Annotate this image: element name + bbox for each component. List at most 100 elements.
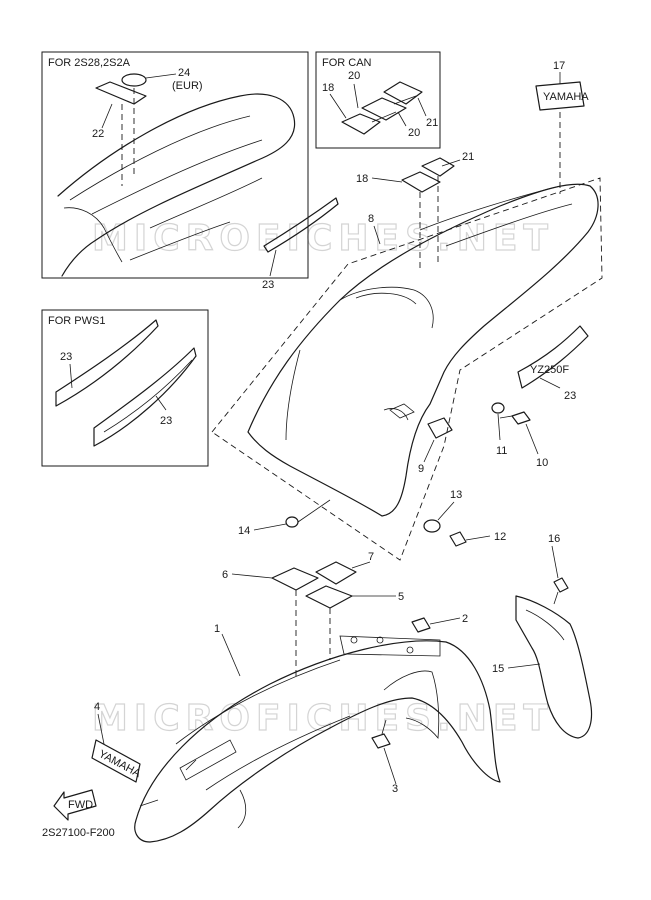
fwd-arrow-shape — [53, 789, 97, 821]
decal-4: YAMAHA — [91, 739, 143, 783]
sticker-can-18 — [341, 113, 381, 135]
inset-pws-frame — [41, 309, 209, 467]
front-fender-hole-1 — [350, 636, 358, 644]
decal-23-right: YZ250F — [517, 325, 589, 389]
callout-8: 8 — [368, 213, 374, 225]
lead-15 — [507, 663, 541, 669]
callout-23-left: 23 — [262, 279, 274, 291]
callout-22: 22 — [92, 128, 104, 140]
lead-14-b — [297, 499, 331, 523]
callout-14: 14 — [238, 525, 250, 537]
fwd-arrow-icon: FWD — [53, 789, 97, 821]
decal-4-outline — [91, 739, 141, 783]
sticker-22 — [95, 81, 147, 105]
callout-18-can: 18 — [322, 82, 334, 94]
front-fender-line-2 — [205, 715, 351, 791]
graphic-pws-stripe — [103, 359, 193, 433]
callout-10: 10 — [536, 457, 548, 469]
lead-22 — [101, 103, 113, 129]
callout-3: 3 — [392, 783, 398, 795]
lead-13 — [437, 501, 455, 521]
fork-guard-15 — [515, 595, 593, 739]
rear-fender-top-line-2 — [445, 203, 573, 247]
lead-14 — [253, 523, 287, 531]
note-eur: (EUR) — [172, 80, 203, 92]
inset-pws: FOR PWS1 23 23 — [41, 309, 209, 467]
inset-eur: FOR 2S28,2S2A 24 (EUR) 22 — [41, 51, 309, 279]
callout-2: 2 — [462, 613, 468, 625]
lead-can-20 — [397, 111, 407, 127]
callout-15: 15 — [492, 663, 504, 675]
callout-6: 6 — [222, 569, 228, 581]
inset-can-title: FOR CAN — [322, 57, 372, 69]
emblem-24 — [121, 73, 147, 87]
fwd-label: FWD — [68, 799, 93, 811]
lead-6 — [231, 573, 273, 579]
front-fender-graphic — [179, 739, 237, 781]
decal-23-right-model: YZ250F — [530, 364, 569, 376]
nut-14 — [285, 516, 299, 528]
callout-11: 11 — [496, 445, 507, 457]
sticker-can-stripe-1 — [371, 111, 397, 123]
callout-20-can: 20 — [408, 127, 420, 139]
seat-line-1 — [69, 115, 251, 201]
seat-outline — [57, 93, 296, 277]
sticker-20 — [421, 157, 455, 177]
graphic-pws-23a — [55, 319, 159, 407]
seat-line-2 — [91, 139, 263, 215]
lead-3 — [383, 747, 397, 785]
seat-line-3 — [149, 177, 263, 229]
callout-21: 21 — [426, 117, 438, 129]
lead-can-21 — [417, 97, 427, 117]
lead-8 — [373, 225, 381, 245]
callout-24: 24 — [178, 67, 190, 79]
bolt-3-shaft — [381, 719, 387, 735]
callout-23-pws-a: 23 — [60, 351, 72, 363]
rear-fender-inner — [285, 349, 301, 441]
callout-20: 21 — [462, 151, 474, 163]
callout-18: 18 — [356, 173, 368, 185]
rear-fender-recess — [339, 286, 434, 329]
inset-eur-frame — [41, 51, 309, 279]
front-fender-line-1 — [175, 659, 341, 745]
drawing-code: 2S27100-F200 — [42, 827, 115, 839]
lead-1 — [221, 633, 241, 677]
front-fender-hole-3 — [406, 646, 414, 654]
lead-18 — [371, 177, 403, 183]
front-fender — [134, 640, 501, 843]
sticker-can-19 — [361, 97, 407, 121]
front-fender-edge — [237, 789, 247, 829]
decal-17-brand: YAMAHA — [543, 91, 589, 103]
lead-9 — [423, 439, 435, 463]
lead-16 — [551, 545, 559, 579]
bolt-16 — [553, 577, 569, 593]
bolt-10-shaft — [499, 415, 513, 419]
lead-11 — [497, 413, 501, 441]
callout-19: 20 — [348, 70, 360, 82]
collar-11 — [491, 402, 505, 414]
lead-20 — [441, 159, 461, 167]
decal-23-right-outline — [517, 325, 589, 389]
callout-23-right: 23 — [564, 390, 576, 402]
bolt-16-shaft — [553, 591, 559, 605]
rear-fender-dash-frame — [211, 177, 603, 561]
rear-fender-recess-2 — [355, 292, 417, 305]
sticker-7 — [315, 561, 357, 585]
callout-4: 4 — [94, 701, 100, 713]
inset-eur-title: FOR 2S28,2S2A — [48, 57, 131, 69]
callout-9: 9 — [418, 463, 424, 475]
lead-pws-23a — [69, 363, 73, 389]
lead-4 — [97, 713, 105, 745]
bolt-3 — [371, 733, 391, 749]
lead-23-left — [269, 249, 277, 277]
bolt-10 — [511, 411, 531, 425]
sticker-can-21 — [383, 81, 423, 105]
sticker-6 — [271, 567, 319, 591]
callout-1: 1 — [214, 623, 220, 635]
lead-24 — [145, 73, 177, 79]
callout-16: 16 — [548, 533, 560, 545]
rear-fender-slot — [389, 403, 415, 419]
sticker-can-stripe-2 — [393, 95, 417, 105]
watermark-top: MICROFICHES.NET — [92, 218, 554, 259]
